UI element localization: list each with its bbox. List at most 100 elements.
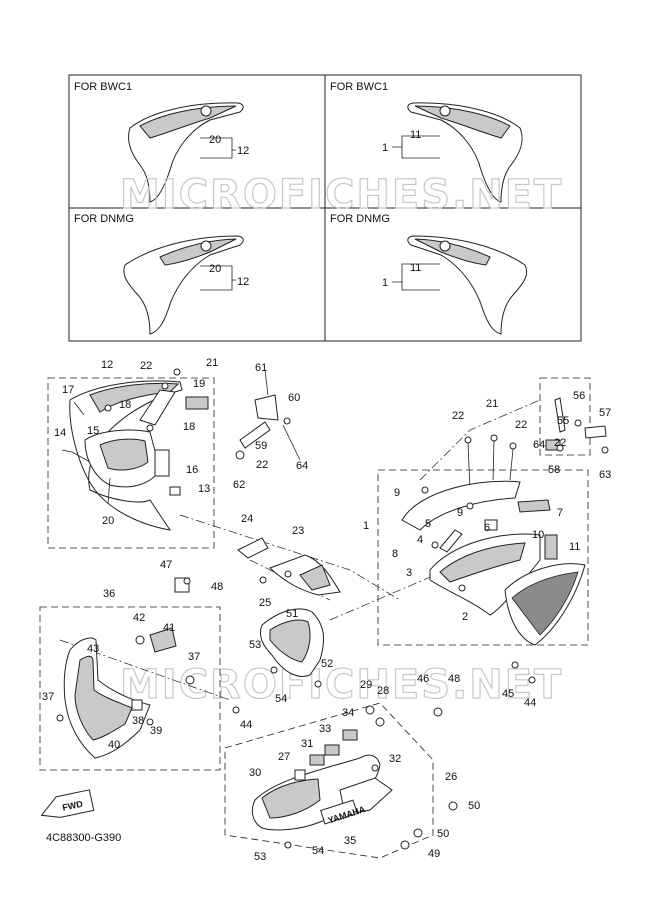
callout-15: 15: [87, 425, 99, 437]
callout-27: 27: [278, 751, 290, 763]
callout-16: 16: [186, 464, 198, 476]
callout-v2-11: 11: [410, 129, 421, 141]
callout-19: 19: [193, 378, 205, 390]
callout-25: 25: [259, 597, 271, 609]
forward-arrow-icon: FWD: [40, 789, 95, 818]
callout-57: 57: [599, 407, 611, 419]
callout-44: 44: [524, 697, 536, 709]
callout-6: 6: [484, 522, 490, 534]
callout-8: 8: [392, 548, 398, 560]
callout-64: 64: [296, 460, 308, 472]
variant-label-3: FOR DNMG: [74, 213, 134, 225]
callout-50: 50: [437, 828, 449, 840]
fwd-label: FWD: [61, 799, 84, 813]
callout-28: 28: [377, 685, 389, 697]
callout-45: 45: [502, 688, 514, 700]
callout-32: 32: [389, 753, 401, 765]
callout-v1-20: 20: [209, 134, 221, 146]
callout-35: 35: [344, 835, 356, 847]
callout-42: 42: [133, 612, 145, 624]
callout-58: 58: [548, 464, 560, 476]
callout-v3-20: 20: [209, 263, 221, 275]
callout-14: 14: [54, 427, 66, 439]
callout-v4-1: 1: [382, 277, 388, 289]
bracket-assembly-upper: [235, 369, 301, 461]
callout-21: 21: [486, 398, 498, 410]
callout-v2-1: 1: [382, 142, 388, 154]
callout-61: 61: [255, 362, 267, 374]
callout-50: 50: [468, 800, 480, 812]
callout-17: 17: [62, 384, 74, 396]
callout-31: 31: [301, 738, 313, 750]
callout-40: 40: [108, 739, 120, 751]
callout-29: 29: [360, 679, 372, 691]
callout-21: 21: [206, 357, 218, 369]
callout-30: 30: [249, 767, 261, 779]
callout-59: 59: [255, 440, 267, 452]
callout-9: 9: [457, 507, 463, 519]
assembly-line-1: [179, 514, 401, 601]
callout-48: 48: [211, 581, 223, 593]
callout-18: 18: [183, 421, 195, 433]
callout-51: 51: [286, 608, 298, 620]
callout-12: 12: [101, 359, 113, 371]
callout-7: 7: [557, 507, 563, 519]
callout-55: 55: [557, 415, 569, 427]
callout-47: 47: [160, 559, 172, 571]
callout-23: 23: [292, 525, 304, 537]
inner-fairing-51: [259, 608, 325, 688]
callout-v1-12: 12: [237, 145, 249, 157]
assembly-line-5: [419, 399, 541, 481]
variant-label-4: FOR DNMG: [330, 213, 390, 225]
variant-label-2: FOR BWC1: [330, 81, 388, 93]
watermark-bottom: MICROFICHES.NET: [120, 662, 563, 708]
callout-39: 39: [150, 725, 162, 737]
center-inner-panel: [237, 537, 341, 596]
callout-22: 22: [452, 410, 464, 422]
callout-44: 44: [240, 719, 252, 731]
callout-22: 22: [554, 437, 566, 449]
callout-1: 1: [363, 520, 369, 532]
bolt-set-upper-middle: [464, 434, 517, 491]
left-side-cover-assembly: [61, 368, 209, 531]
callout-63: 63: [599, 469, 611, 481]
callout-2: 2: [462, 611, 468, 623]
callout-22: 22: [515, 419, 527, 431]
group-box-lower-left: [39, 606, 221, 771]
callout-62: 62: [233, 479, 245, 491]
callout-34: 34: [342, 707, 354, 719]
watermark-top: MICROFICHES.NET: [120, 172, 563, 218]
callout-54: 54: [275, 693, 287, 705]
callout-24: 24: [241, 513, 253, 525]
diagram-code: 4C88300-G390: [46, 832, 121, 844]
callout-v4-11: 11: [410, 262, 421, 274]
callout-60: 60: [288, 392, 300, 404]
side-cover-right-variant-4: [392, 235, 528, 335]
callout-20: 20: [102, 515, 114, 527]
callout-54: 54: [312, 845, 324, 857]
callout-18: 18: [119, 399, 131, 411]
group-box-under-cowl: [224, 702, 434, 859]
callout-5: 5: [425, 518, 431, 530]
callout-52: 52: [321, 658, 333, 670]
callout-22: 22: [256, 459, 268, 471]
callout-48: 48: [448, 673, 460, 685]
callout-26: 26: [445, 771, 457, 783]
lower-left-cover-assembly: [56, 577, 240, 759]
callout-53: 53: [249, 639, 261, 651]
group-box-left-cover: [47, 377, 215, 549]
callout-11: 11: [569, 541, 580, 553]
callout-64: 64: [533, 439, 545, 451]
callout-22: 22: [140, 360, 152, 372]
callout-37: 37: [42, 691, 54, 703]
callout-13: 13: [198, 483, 210, 495]
callout-46: 46: [417, 673, 429, 685]
callout-3: 3: [406, 567, 412, 579]
side-cover-right-variant-2: [392, 102, 523, 203]
callout-37: 37: [188, 651, 200, 663]
callout-53: 53: [254, 851, 266, 863]
callout-10: 10: [532, 529, 544, 541]
variant-table: FOR BWC1 FOR BWC1 FOR DNMG FOR DNMG 20 1…: [68, 74, 582, 342]
callout-49: 49: [428, 848, 440, 860]
